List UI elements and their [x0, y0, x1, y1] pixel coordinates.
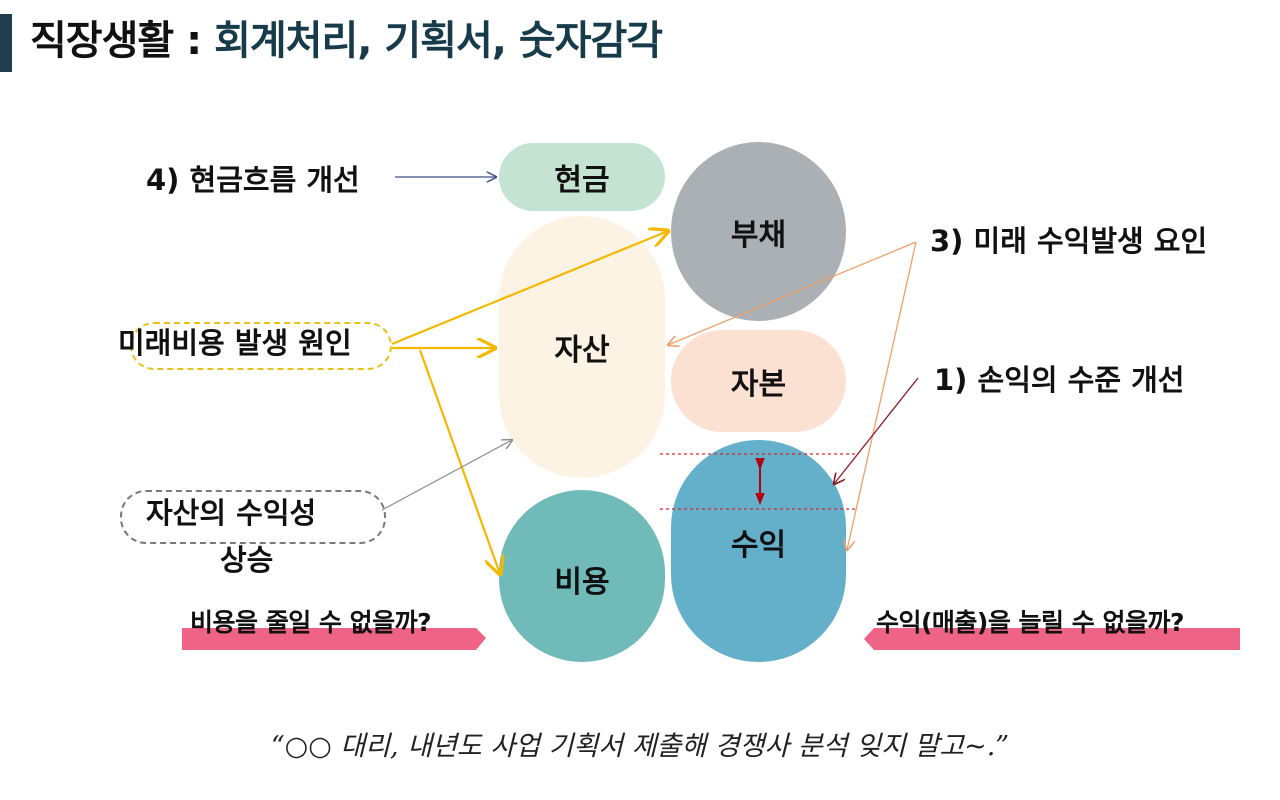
arrow-profit-to-revenue	[834, 377, 919, 484]
arrow-future-to-asset	[668, 241, 917, 345]
page-title: 직장생활 : 회계처리, 기획서, 숫자감각	[30, 10, 663, 72]
label-future-cost: 미래비용 발생 원인	[118, 326, 352, 360]
arrow-future-to-revenue	[847, 241, 917, 550]
label-future-revenue: 3) 미래 수익발생 요인	[930, 224, 1208, 258]
node-asset: 자산	[499, 216, 665, 478]
future-cost-outline	[130, 322, 392, 370]
banner-increase-revenue-shape	[864, 628, 1240, 650]
footer-quote: “○○ 대리, 내년도 사업 기획서 제출해 경쟁사 분석 잊지 말고~.”	[270, 731, 1010, 762]
banner-increase-revenue: 수익(매출)을 늘릴 수 없을까?	[876, 608, 1184, 637]
title-accent-bar	[0, 14, 12, 72]
node-equity: 자본	[671, 330, 846, 432]
asset-profitability-outline	[120, 490, 386, 544]
arrow-profitability-to-asset	[381, 440, 512, 511]
label-profit-level: 1) 손익의 수준 개선	[934, 363, 1185, 397]
label-asset-profitability-line2: 상승	[220, 543, 274, 577]
node-liability: 부채	[671, 142, 846, 321]
label-asset-profitability-line1: 자산의 수익성	[146, 496, 317, 530]
title-prefix: 직장생활 :	[30, 18, 215, 64]
arrow-cost-to-liability	[391, 231, 668, 346]
banner-reduce-cost-shape	[182, 628, 486, 650]
arrow-cost-to-expense	[418, 349, 500, 574]
node-expense: 비용	[499, 490, 665, 662]
label-cashflow: 4) 현금흐름 개선	[146, 163, 360, 197]
banner-reduce-cost: 비용을 줄일 수 없을까?	[190, 608, 432, 637]
title-main: 회계처리, 기획서, 숫자감각	[214, 18, 663, 64]
node-cash: 현금	[499, 143, 665, 211]
